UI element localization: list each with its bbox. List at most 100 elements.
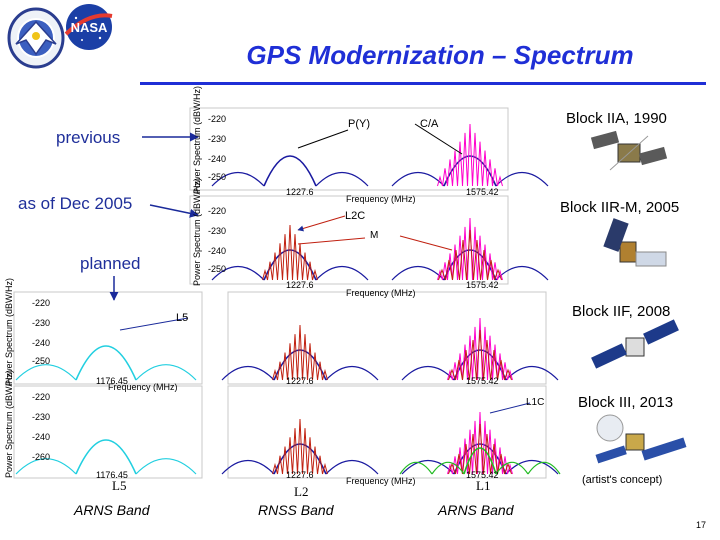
ca-spike <box>492 168 498 187</box>
m-spike <box>282 352 288 381</box>
m-spike <box>448 368 456 381</box>
ytick: -220 <box>32 392 51 402</box>
py-lobe <box>211 266 265 281</box>
m-spike <box>317 361 323 381</box>
py-lobe <box>325 366 379 381</box>
m-spike <box>282 234 288 281</box>
m-spike <box>480 249 488 281</box>
arrow-ca <box>414 123 463 155</box>
m-spike <box>292 234 298 281</box>
satellite-iii-icon <box>595 414 687 464</box>
ca-spike <box>477 141 483 187</box>
m-spike <box>438 268 446 281</box>
py-lobe <box>315 172 369 187</box>
ca-spike <box>442 168 448 187</box>
ca-spike <box>497 353 503 381</box>
py-lobe <box>443 155 497 187</box>
arrow-m-l1 <box>399 235 453 251</box>
m-spike <box>282 446 288 475</box>
ca-spike <box>507 463 513 475</box>
band-tag-l2: L2 <box>294 484 309 499</box>
m-spike <box>317 455 323 475</box>
m-spike <box>490 443 498 475</box>
ytick: -250 <box>32 356 51 366</box>
ca-spike <box>487 159 493 187</box>
ca-spike <box>487 429 493 475</box>
xtick-l1: 1575.42 <box>466 376 499 386</box>
ytick: -220 <box>208 206 227 216</box>
m-spike <box>302 252 308 281</box>
xlabel: Frequency (MHz) <box>346 476 416 486</box>
m-spike <box>277 455 283 475</box>
l5-lobe <box>135 364 197 381</box>
m-spike <box>302 334 308 381</box>
ytick: -230 <box>208 226 227 236</box>
ca-spike <box>447 159 453 187</box>
m-spike <box>466 229 474 281</box>
py-lobe <box>325 460 379 475</box>
arrow-py <box>297 129 349 149</box>
band-arns-right: ARNS Band <box>438 502 514 518</box>
arrow-l1c <box>489 402 531 414</box>
ca-spike <box>482 326 488 381</box>
m-spike <box>267 261 273 281</box>
arrow-m-l2 <box>297 237 366 245</box>
page-title: GPS Modernization – Spectrum <box>246 40 634 70</box>
ca-spike <box>447 463 453 475</box>
m-spike <box>302 428 308 475</box>
ytick: -230 <box>32 412 51 422</box>
m-spike <box>487 259 495 281</box>
label-previous: previous <box>56 128 121 147</box>
m-spike <box>287 437 293 475</box>
m-spike <box>312 446 318 475</box>
nasa-logo: NASA <box>62 2 116 52</box>
m-spike <box>448 462 456 475</box>
xlabel: Frequency (MHz) <box>346 194 416 204</box>
m-spike <box>504 462 512 475</box>
ca-spike <box>457 353 463 381</box>
l5-lobe <box>15 364 77 381</box>
ytick: -260 <box>32 452 51 462</box>
py-lobe <box>453 443 507 475</box>
l1c-lobe <box>463 447 497 475</box>
label-artist-concept: (artist's concept) <box>582 474 663 486</box>
m-spike <box>490 349 498 381</box>
ca-spike <box>487 253 493 281</box>
m-spike <box>287 343 293 381</box>
m-spike <box>262 268 268 281</box>
label-block-iif: Block IIF, 2008 <box>572 303 671 320</box>
ca-spike <box>462 132 468 187</box>
l5-lobe <box>75 439 137 475</box>
m-spike <box>462 349 470 381</box>
ca-spike <box>477 235 483 281</box>
ca-spike <box>447 253 453 281</box>
m-spike <box>322 368 328 381</box>
l1c-lobe <box>399 461 433 475</box>
ytick: -220 <box>208 114 227 124</box>
arrow-l2c <box>297 215 346 232</box>
ca-spike <box>462 226 468 281</box>
ca-spike <box>457 447 463 475</box>
xtick-l1: 1575.42 <box>466 280 499 290</box>
xtick-l2: 1227.6 <box>286 187 314 197</box>
ca-spike <box>462 438 468 475</box>
ca-spike <box>492 344 498 381</box>
arrow-l5 <box>119 317 189 331</box>
ca-spike <box>507 369 513 381</box>
label-block-iia: Block IIA, 1990 <box>566 110 667 127</box>
ca-spike <box>497 447 503 475</box>
band-tag-l1: L1 <box>476 478 491 493</box>
m-spike <box>494 268 502 281</box>
label-dec2005: as of Dec 2005 <box>18 194 133 213</box>
xlabel: Frequency (MHz) <box>108 382 178 392</box>
ca-spike <box>457 235 463 281</box>
satellite-iif-icon <box>591 319 679 369</box>
py-lobe <box>315 266 369 281</box>
py-lobe <box>221 366 275 381</box>
l5-lobe <box>15 458 77 475</box>
xtick-l2: 1227.6 <box>286 470 314 480</box>
m-spike <box>459 239 467 281</box>
m-spike <box>452 249 460 281</box>
ytick: -240 <box>208 246 227 256</box>
m-spike <box>455 359 463 381</box>
